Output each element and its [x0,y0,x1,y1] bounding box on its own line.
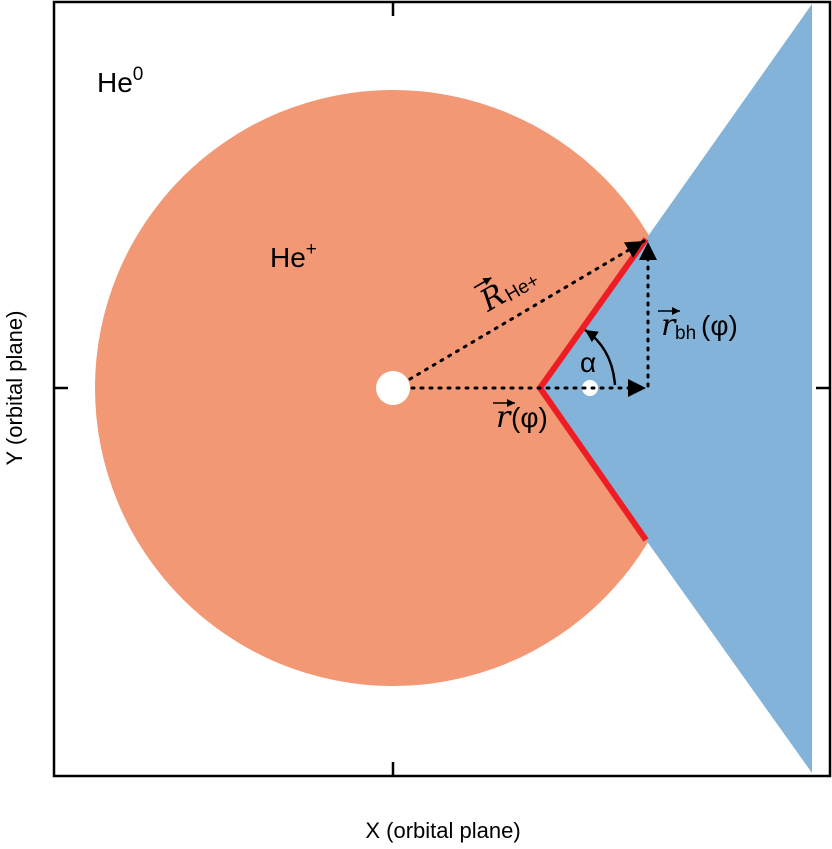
y-axis-label: Y (orbital plane) [2,311,27,466]
x-axis-label: X (orbital plane) [365,818,520,843]
r-label: r (φ) [493,399,548,435]
svg-text:(φ): (φ) [701,310,738,341]
svg-text:r: r [661,308,677,343]
rbh-label: r bh (φ) [658,307,738,344]
shadow-cone [540,4,812,773]
svg-text:(φ): (φ) [511,402,548,433]
angle-arc [584,328,617,386]
star [376,371,410,405]
he0-label: He0 [97,64,143,98]
svg-text:bh: bh [675,323,696,344]
he-plus-label: He+ [270,239,317,273]
black-hole [582,380,598,396]
vector-R [408,239,646,381]
alpha-label: α [580,347,596,378]
svg-text:r: r [496,400,512,435]
